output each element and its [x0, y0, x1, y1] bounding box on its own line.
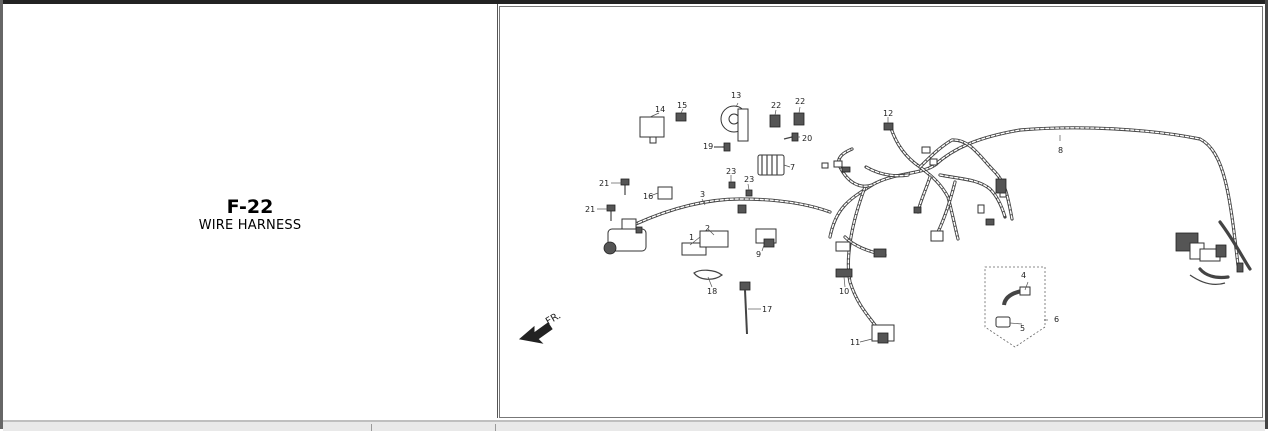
callout-2: 2	[705, 224, 710, 233]
bolts	[606, 132, 799, 221]
callout-18: 18	[707, 287, 717, 296]
callout-19: 19	[703, 142, 713, 151]
part-16	[657, 186, 673, 200]
sub-wire-harness-3	[623, 197, 832, 231]
figure-info-panel: F-22 WIRE HARNESS	[3, 4, 498, 418]
callout-12: 12	[883, 109, 893, 118]
switch-11	[871, 324, 895, 344]
wire-harness-diagram: FR.	[518, 91, 1252, 348]
callout-22-b: 22	[795, 97, 805, 106]
regulator-7	[757, 154, 785, 176]
figure-code: F-22	[226, 196, 274, 218]
callout-14: 14	[655, 105, 665, 114]
relay-14	[639, 116, 665, 144]
exploded-diagram-panel: FR.	[499, 6, 1263, 418]
figure-title-block: F-22 WIRE HARNESS	[3, 196, 497, 234]
callout-leader-lines	[597, 102, 1061, 343]
part-10	[835, 268, 853, 278]
cable-tie-17	[739, 281, 751, 335]
callout-15: 15	[677, 101, 687, 110]
figure-title: WIRE HARNESS	[198, 218, 302, 233]
callout-23-b: 23	[744, 175, 754, 184]
callout-17: 17	[762, 305, 772, 314]
main-wire-harness	[821, 122, 1252, 334]
parts-table-header-strip	[3, 420, 1265, 431]
callout-5: 5	[1020, 324, 1025, 333]
callout-9: 9	[756, 250, 761, 259]
callout-16: 16	[643, 192, 653, 201]
top-border	[0, 0, 1268, 4]
callout-7: 7	[790, 163, 795, 172]
kit-6	[984, 266, 1046, 348]
band-18	[693, 269, 724, 280]
horn-13	[720, 105, 749, 142]
callout-23-a: 23	[726, 167, 736, 176]
front-direction-arrow: FR.	[518, 310, 563, 344]
callout-1: 1	[689, 233, 694, 242]
callout-13: 13	[731, 91, 741, 100]
callout-10: 10	[839, 287, 849, 296]
clip-22-b	[793, 112, 805, 126]
right-border	[1265, 0, 1268, 429]
callout-21-a: 21	[599, 179, 609, 188]
clip-22-a	[769, 114, 781, 128]
module-2	[699, 230, 729, 248]
callout-4: 4	[1021, 271, 1026, 280]
callout-11: 11	[850, 338, 860, 347]
callout-22-a: 22	[771, 101, 781, 110]
left-border	[0, 0, 3, 429]
ignition-coil	[603, 218, 647, 255]
callout-20: 20	[802, 134, 812, 143]
callout-labels: 1 2 3 4 5 6 7 8 9 10 11 12 13 14 15 16 1…	[585, 91, 1063, 347]
table-column-divider	[371, 424, 372, 431]
table-column-divider	[495, 424, 496, 431]
callout-8: 8	[1058, 146, 1063, 155]
callout-21-b: 21	[585, 205, 595, 214]
callout-6: 6	[1054, 315, 1059, 324]
fuse-15	[675, 112, 687, 122]
callout-3: 3	[700, 190, 705, 199]
